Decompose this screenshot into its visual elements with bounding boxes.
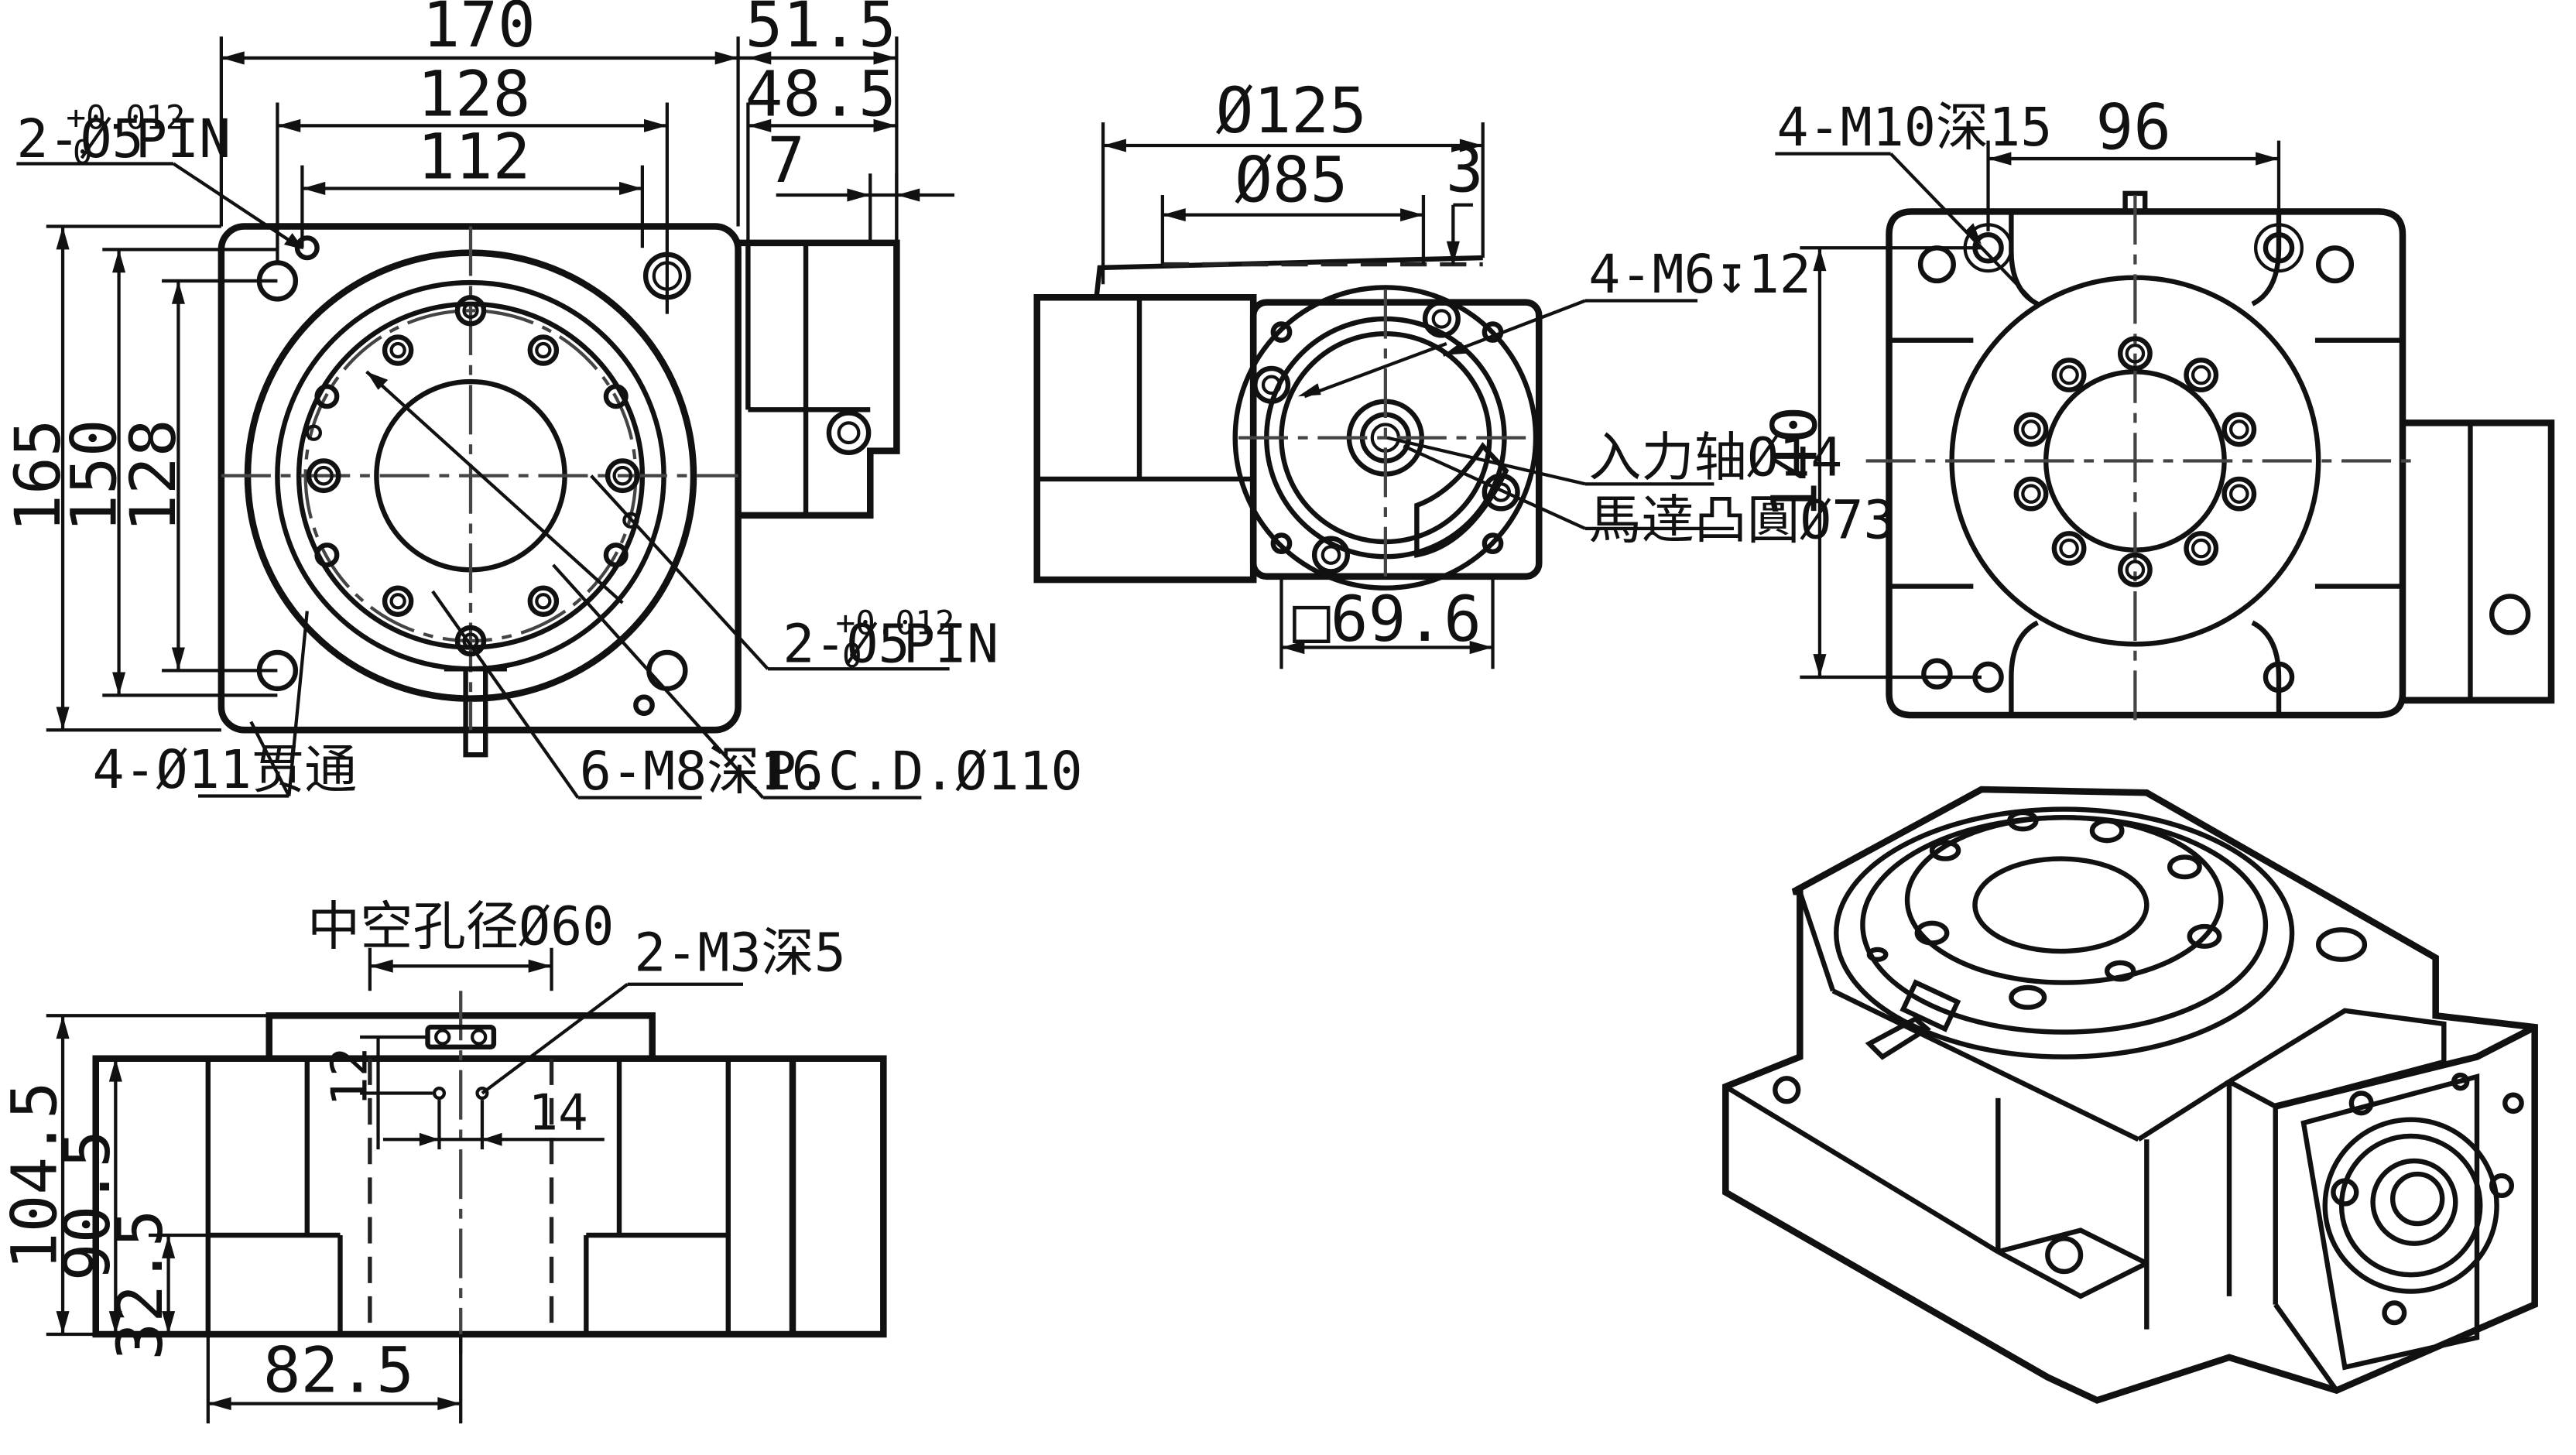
dim-165: 165	[2, 419, 75, 532]
front-base-plate	[218, 223, 742, 734]
dim-51-5: 51.5	[745, 0, 896, 62]
hollow-bore-label: 中空孔径Ø60	[307, 897, 614, 958]
motor-view-dims	[1101, 122, 1495, 669]
motor-boss-label: 馬達凸圓Ø73	[1588, 491, 1895, 552]
iso-outline	[1722, 786, 2538, 1404]
top-view-dims	[1775, 140, 2281, 680]
top-view-holes	[1917, 223, 2355, 693]
tapped-holes-label: 6-M8深16	[580, 741, 824, 803]
dim-14: 14	[529, 1084, 588, 1142]
dim-128-height: 128	[118, 419, 190, 532]
pin-bottom-suffix: PIN	[903, 615, 999, 676]
front-view: 170 128 112 51.5 48.5 7 165 150 128	[2, 0, 1083, 803]
front-pcd-holes	[305, 295, 640, 657]
iso-turntable-holes	[1866, 810, 2368, 1010]
pin-bottom-label: 2-Ø5	[783, 615, 909, 676]
front-side-housing	[738, 239, 900, 519]
dim-150: 150	[58, 419, 131, 532]
top-view: 4-M10深15 96 140	[1759, 91, 2555, 727]
dim-12: 12	[322, 1047, 379, 1107]
dim-7: 7	[767, 125, 805, 197]
pcd-label: P.C.D.Ø110	[765, 741, 1083, 803]
dim-128-width: 128	[417, 59, 530, 132]
input-shaft-label: 入力轴Ø14	[1588, 428, 1842, 489]
dim-90-5: 90.5	[52, 1130, 125, 1281]
side-view-body	[92, 1055, 887, 1338]
front-horizontal-dims	[219, 36, 955, 314]
motor-view-gearbox	[1033, 293, 1257, 584]
top-view-base	[1886, 208, 2406, 719]
side-view-dims	[46, 947, 743, 1424]
dim-104-5: 104.5	[0, 1081, 72, 1270]
dim-3: 3	[1446, 135, 1484, 207]
m10-holes-label: 4-M10深15	[1776, 98, 2052, 159]
isometric-view	[1722, 786, 2538, 1404]
through-holes-label: 4-Ø11贯通	[92, 740, 357, 801]
dim-32-5: 32.5	[104, 1209, 177, 1360]
dim-48-5: 48.5	[745, 59, 896, 132]
dim-112: 112	[417, 122, 530, 194]
dim-dia-85: Ø85	[1235, 145, 1348, 217]
pin-bottom-lower-tol: 0	[842, 637, 862, 676]
front-callout-leaders	[16, 162, 950, 799]
side-view-pointer	[425, 1025, 497, 1049]
pin-top-lower-tol: 0	[73, 133, 93, 172]
dim-96: 96	[2095, 91, 2171, 164]
dim-square-69-6: □69.6	[1293, 584, 1482, 656]
side-section-view: 中空孔径Ø60 2-M3深5 12 14 104.5 90.5 32.5 82.…	[0, 897, 887, 1424]
front-vertical-dims	[46, 224, 278, 732]
top-view-side-housing	[2403, 419, 2555, 704]
pin-top-upper-tol: +0.012	[66, 99, 185, 138]
motor-view-leaders	[1297, 299, 1734, 531]
pin-top-suffix: PIN	[135, 109, 231, 170]
motor-flange-view: Ø125 Ø85 3 4-M6↧12 入力轴Ø14 馬達凸圓Ø73 □69.6	[1033, 75, 1896, 669]
dim-82-5: 82.5	[263, 1335, 414, 1408]
dim-170: 170	[422, 0, 535, 62]
m6-holes-label: 4-M6↧12	[1588, 245, 1811, 306]
pin-bottom-upper-tol: +0.012	[835, 604, 954, 642]
m3-holes-label: 2-M3深5	[634, 923, 846, 984]
pin-top-label: 2-Ø5	[16, 109, 143, 170]
dim-140: 140	[1759, 406, 1832, 519]
dim-dia-125: Ø125	[1216, 75, 1367, 148]
